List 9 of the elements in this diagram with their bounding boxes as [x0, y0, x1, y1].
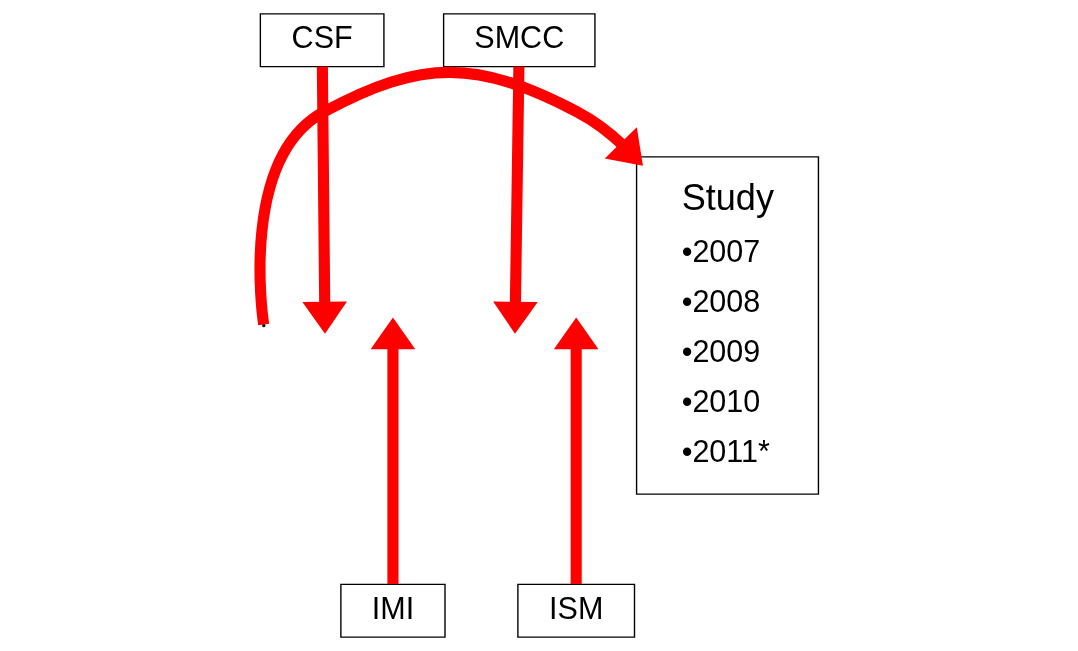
arrow [493, 66, 538, 334]
node-box: IMI [340, 583, 446, 638]
node-box: SMCC [442, 13, 596, 68]
arrow [302, 66, 348, 334]
node-box: CSF [259, 13, 385, 68]
node-box: Study •2007 •2008 •2009 •2010 •2011* [635, 156, 820, 495]
node-box: ISM [517, 583, 636, 638]
arrow [553, 317, 599, 585]
arrow [370, 317, 416, 585]
